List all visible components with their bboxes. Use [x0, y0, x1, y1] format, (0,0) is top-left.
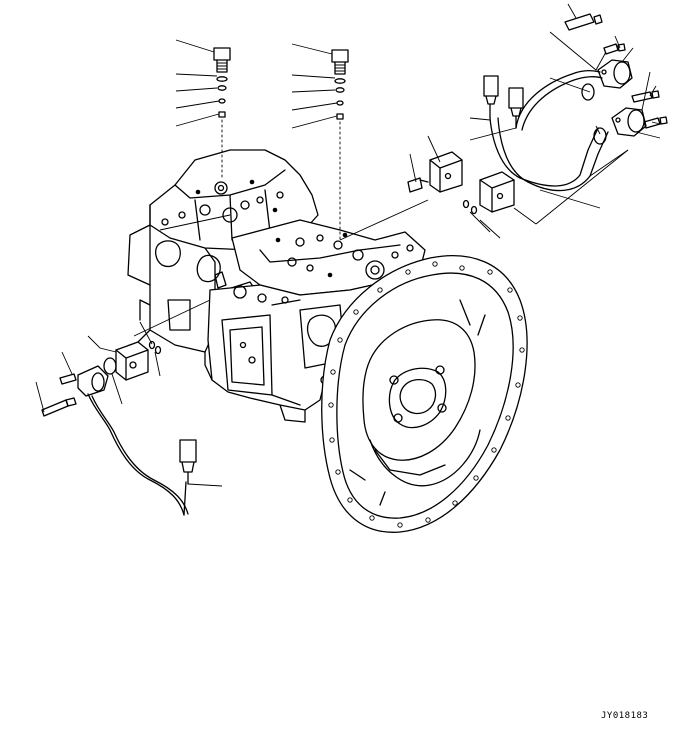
- flywheel-housing-bolt-holes: [328, 261, 525, 528]
- flywheel-housing: [321, 255, 528, 533]
- callout-leader-lines: [35, 3, 661, 487]
- plug-stack-left: [213, 47, 231, 181]
- harness-connectors-upper: [483, 70, 609, 192]
- hydraulic-pump-assembly: [127, 149, 426, 423]
- solenoid-valve-lower: [593, 90, 668, 145]
- plug-stack-right: [331, 49, 349, 241]
- pressure-sensor-block-upper: [407, 151, 463, 193]
- solenoid-valve-upper: [564, 13, 633, 101]
- pressure-sensor-block-right: [462, 171, 515, 215]
- pressure-sensor-left: [41, 340, 197, 516]
- drawing-code-label: JY018183: [601, 711, 649, 721]
